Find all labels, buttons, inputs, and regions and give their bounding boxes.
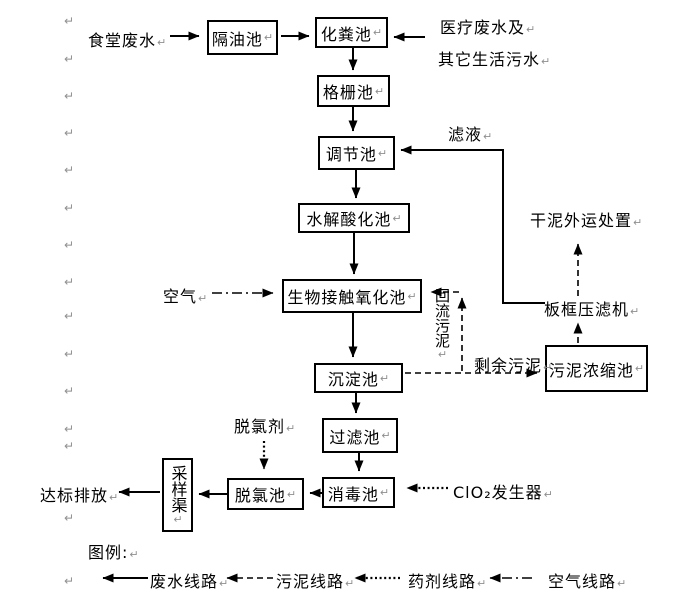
pilcrow-mark: ↵ xyxy=(372,26,383,39)
box-bar-screen-label: 格栅池 xyxy=(322,83,374,102)
pilcrow-mark: ↵ xyxy=(109,491,119,504)
paragraph-mark: ↵ xyxy=(64,574,75,588)
label-air: 空气↵ xyxy=(163,287,208,306)
box-sampling-channel: 采样渠↵ xyxy=(162,458,193,532)
box-filter-tank: 过滤池↵ xyxy=(322,418,398,453)
label-medical-wastewater-line1: 医疗废水及↵ xyxy=(440,18,536,37)
paragraph-mark: ↵ xyxy=(64,422,75,436)
pilcrow-mark: ↵ xyxy=(630,305,640,318)
box-hydrolysis-tank-label: 水解酸化池 xyxy=(306,210,392,229)
box-disinfection-tank: 消毒池↵ xyxy=(322,477,395,508)
chemical-lines xyxy=(259,441,448,583)
box-bio-oxidation-tank: 生物接触氧化池↵ xyxy=(282,279,422,313)
pilcrow-mark: ↵ xyxy=(543,361,553,374)
box-sludge-thickener-label: 污泥浓缩池 xyxy=(548,360,634,380)
label-canteen-wastewater: 食堂废水↵ xyxy=(88,31,167,50)
box-equalization-tank: 调节池↵ xyxy=(318,136,395,170)
pilcrow-mark: ↵ xyxy=(381,429,391,442)
box-dechlorination-tank: 脱氯池↵ xyxy=(227,478,304,510)
label-dechlorination-agent: 脱氯剂↵ xyxy=(234,417,296,436)
pilcrow-mark: ↵ xyxy=(374,84,385,98)
paragraph-mark: ↵ xyxy=(64,201,75,215)
label-return-sludge: 回流污泥↵ xyxy=(433,288,451,361)
legend-item-chemical: 药剂线路↵ xyxy=(408,572,487,591)
paragraph-mark: ↵ xyxy=(64,384,75,398)
box-bar-screen: 格栅池↵ xyxy=(317,75,390,107)
box-disinfection-tank-label: 消毒池 xyxy=(327,484,379,504)
box-sludge-thickener: 污泥浓缩池↵ xyxy=(545,345,648,392)
label-legend-title: 图例:↵ xyxy=(88,543,139,562)
label-clo2-generator: ClO₂发生器↵ xyxy=(453,483,553,502)
pilcrow-mark: ↵ xyxy=(345,577,355,590)
paragraph-mark: ↵ xyxy=(64,14,75,28)
pilcrow-mark: ↵ xyxy=(436,348,449,361)
paragraph-mark: ↵ xyxy=(64,52,75,66)
box-sedimentation-tank-label: 沉淀池 xyxy=(327,370,379,389)
box-sedimentation-tank: 沉淀池↵ xyxy=(314,363,403,393)
label-excess-sludge: 剩余污泥↵ xyxy=(474,356,553,375)
paragraph-mark: ↵ xyxy=(64,126,75,140)
pilcrow-mark: ↵ xyxy=(286,487,297,501)
label-filter-press: 板框压滤机↵ xyxy=(544,300,640,319)
pilcrow-mark: ↵ xyxy=(617,577,627,590)
air-lines xyxy=(212,288,532,583)
paragraph-mark: ↵ xyxy=(64,439,75,453)
legend-item-wastewater: 废水线路↵ xyxy=(150,572,229,591)
pilcrow-mark: ↵ xyxy=(407,289,417,303)
pilcrow-mark: ↵ xyxy=(541,55,551,68)
pilcrow-mark: ↵ xyxy=(198,292,208,305)
box-sampling-channel-label: 采样渠 xyxy=(168,464,188,513)
label-dry-sludge-disposal: 干泥外运处置↵ xyxy=(530,211,643,230)
pilcrow-mark: ↵ xyxy=(526,23,536,36)
legend-item-sludge: 污泥线路↵ xyxy=(276,572,355,591)
pilcrow-mark: ↵ xyxy=(543,488,553,501)
box-hydrolysis-tank: 水解酸化池↵ xyxy=(298,203,410,233)
paragraph-mark: ↵ xyxy=(64,275,75,289)
paragraph-mark: ↵ xyxy=(64,347,75,361)
box-oil-separator: 隔油池↵ xyxy=(207,20,278,55)
legend-item-air: 空气线路↵ xyxy=(548,572,627,591)
sludge-lines xyxy=(226,243,583,583)
box-bio-oxidation-tank-label: 生物接触氧化池 xyxy=(287,288,407,307)
pilcrow-mark: ↵ xyxy=(634,362,645,375)
paragraph-mark: ↵ xyxy=(64,238,75,252)
label-compliant-discharge: 达标排放↵ xyxy=(40,486,119,505)
pilcrow-mark: ↵ xyxy=(171,512,185,526)
box-equalization-tank-label: 调节池 xyxy=(325,145,377,164)
pilcrow-mark: ↵ xyxy=(379,371,390,385)
pilcrow-mark: ↵ xyxy=(477,577,487,590)
pilcrow-mark: ↵ xyxy=(377,146,388,160)
box-septic-tank: 化粪池↵ xyxy=(315,17,388,48)
paragraph-mark: ↵ xyxy=(64,163,75,177)
paragraph-mark: ↵ xyxy=(64,511,75,525)
pilcrow-mark: ↵ xyxy=(483,130,493,143)
box-filter-tank-label: 过滤池 xyxy=(329,427,381,447)
wastewater-lines xyxy=(102,31,545,583)
label-medical-wastewater-line2: 其它生活污水↵ xyxy=(438,50,551,69)
box-septic-tank-label: 化粪池 xyxy=(320,24,372,44)
pilcrow-mark: ↵ xyxy=(263,31,274,44)
pilcrow-mark: ↵ xyxy=(286,422,296,435)
box-oil-separator-label: 隔油池 xyxy=(211,29,263,49)
pilcrow-mark: ↵ xyxy=(219,577,229,590)
pilcrow-mark: ↵ xyxy=(129,548,139,561)
pilcrow-mark: ↵ xyxy=(392,211,402,225)
box-dechlorination-tank-label: 脱氯池 xyxy=(234,486,286,505)
pilcrow-mark: ↵ xyxy=(379,486,390,499)
label-filtrate: 滤液↵ xyxy=(448,125,493,144)
paragraph-mark: ↵ xyxy=(64,309,75,323)
pilcrow-mark: ↵ xyxy=(157,36,167,49)
paragraph-mark: ↵ xyxy=(64,89,75,103)
pilcrow-mark: ↵ xyxy=(633,216,643,229)
